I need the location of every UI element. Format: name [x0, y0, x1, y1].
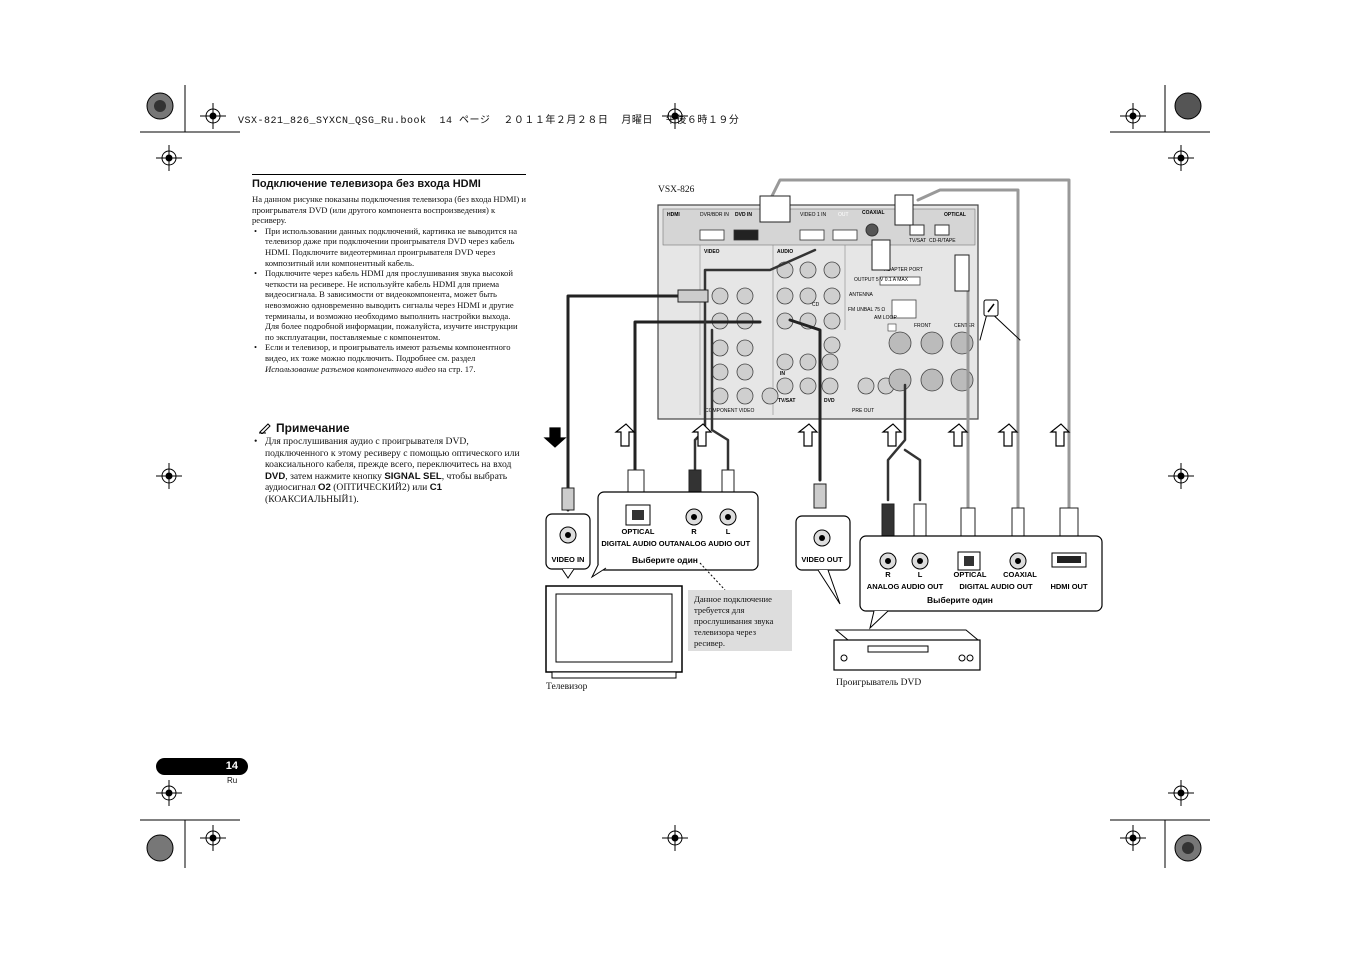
digital-audio-out-label: DIGITAL AUDIO OUT — [601, 539, 675, 548]
bullet-text: Если и телевизор, и проигрыватель имеют … — [265, 342, 511, 363]
video-out-label: VIDEO OUT — [801, 555, 843, 564]
section-body: На данном рисунке показаны подключения т… — [252, 194, 526, 374]
section-title: Подключение телевизора без входа HDMI — [252, 178, 481, 190]
tv-video-in-panel: VIDEO IN — [545, 513, 591, 579]
dvd-in-label: DVD IN — [735, 212, 752, 218]
page-reference: на стр. 17. — [437, 363, 476, 374]
note-item: Для прослушивания аудио с проигрывателя … — [252, 436, 526, 506]
tvsat-in-label: TV/SAT — [909, 238, 926, 244]
pre-out-label: PRE OUT — [852, 408, 874, 414]
dvd-audio-out-panel: R L ANALOG AUDIO OUT OPTICAL COAXIAL DIG… — [859, 535, 1103, 630]
dvd-input-label: DVD — [265, 470, 286, 482]
note-text: , затем нажмите кнопку — [285, 470, 382, 482]
intro-paragraph: На данном рисунке показаны подключения т… — [252, 194, 526, 226]
note-text: Для прослушивания аудио с проигрывателя … — [265, 436, 520, 471]
tv-audio-out-panel: OPTICAL DIGITAL AUDIO OUT R L ANALOG AUD… — [590, 491, 759, 579]
callout-note: Данное подключение требуется для прослуш… — [688, 590, 792, 651]
center-label: CENTER — [954, 323, 975, 329]
coaxial-label: COAXIAL — [862, 210, 885, 216]
model-label: VSX-826 — [658, 185, 695, 195]
cdr-tape-label: CD-R/TAPE — [929, 238, 956, 244]
tv-illustration — [545, 585, 683, 679]
bullet-item: Подключите через кабель HDMI для прослуш… — [252, 268, 526, 342]
note-text: (ОПТИЧЕСКИЙ2) или — [333, 482, 428, 494]
r-label: R — [885, 570, 891, 579]
out-label: OUT — [838, 212, 849, 218]
pencil-icon — [259, 423, 271, 436]
signal-sel-button-label: SIGNAL SEL — [384, 470, 442, 482]
note-callout-icon — [983, 299, 999, 317]
note-text: , чтобы выбрать аудиосигнал — [265, 470, 508, 494]
optical-label: OPTICAL — [954, 570, 987, 579]
antenna-label: ANTENNA — [849, 292, 874, 298]
note-text: (КОАКСИАЛЬНЫЙ1). — [265, 493, 359, 505]
rca-jacks — [711, 261, 895, 405]
l-label: L — [918, 570, 923, 579]
dvd-player-illustration — [833, 629, 981, 671]
in-label: IN — [780, 371, 785, 377]
video1-in-label: VIDEO 1 IN — [800, 212, 827, 218]
front-label: FRONT — [914, 323, 931, 329]
audio-label: AUDIO — [777, 249, 793, 255]
o2-label: O2 — [318, 482, 331, 494]
component-video-label: COMPONENT VIDEO — [705, 408, 754, 414]
section-reference: Использование разъемов компонентного вид… — [265, 363, 436, 374]
dvd-label: DVD — [824, 398, 835, 404]
dvd-caption: Проигрыватель DVD — [836, 678, 922, 688]
digital-audio-out-label: DIGITAL AUDIO OUT — [959, 582, 1033, 591]
optical-label: OPTICAL — [622, 527, 655, 536]
fm-label: FM UNBAL 75 Ω — [848, 307, 885, 313]
tv-caption: Телевизор — [546, 682, 588, 692]
note-body: Для прослушивания аудио с проигрывателя … — [252, 436, 526, 506]
select-one-label: Выберите один — [927, 595, 993, 605]
analog-audio-out-label: ANALOG AUDIO OUT — [867, 582, 944, 591]
note-heading: Примечание — [258, 419, 350, 437]
page-number: 14 — [156, 758, 248, 775]
file-info-header: VSX-821_826_SYXCN_QSG_Ru.book 14 ページ ２０１… — [238, 116, 740, 127]
section-divider — [252, 174, 526, 175]
adapter-port-label: ADAPTER PORT — [884, 267, 923, 273]
c1-label: C1 — [429, 482, 442, 494]
tv-sat-label: TV/SAT — [778, 398, 795, 404]
dvd-video-out-panel: VIDEO OUT — [795, 515, 851, 605]
output-spec-label: OUTPUT 5 V 0.1 A MAX — [854, 277, 909, 283]
r-label: R — [691, 527, 697, 536]
video-in-label: VIDEO IN — [552, 555, 585, 564]
bullet-item: Если и телевизор, и проигрыватель имеют … — [252, 342, 526, 374]
hdmi-out-label: HDMI OUT — [1050, 582, 1087, 591]
cd-label: CD — [812, 302, 820, 308]
bullet-item: При использовании данных подключений, ка… — [252, 226, 526, 268]
analog-audio-out-label: ANALOG AUDIO OUT — [674, 539, 751, 548]
hdmi-label: HDMI — [667, 212, 680, 218]
coaxial-label: COAXIAL — [1003, 570, 1037, 579]
direction-arrows — [543, 423, 1071, 448]
l-label: L — [726, 527, 731, 536]
language-code: Ru — [227, 776, 238, 785]
optical-label: OPTICAL — [944, 212, 966, 218]
cable-plugs — [561, 194, 1079, 539]
am-loop-label: AM LOOP — [874, 315, 897, 321]
select-one-label: Выберите один — [632, 555, 698, 565]
note-title: Примечание — [276, 421, 350, 435]
video-label: VIDEO — [704, 249, 720, 255]
dvr-bdr-in-label: DVR/BDR IN — [700, 212, 729, 218]
